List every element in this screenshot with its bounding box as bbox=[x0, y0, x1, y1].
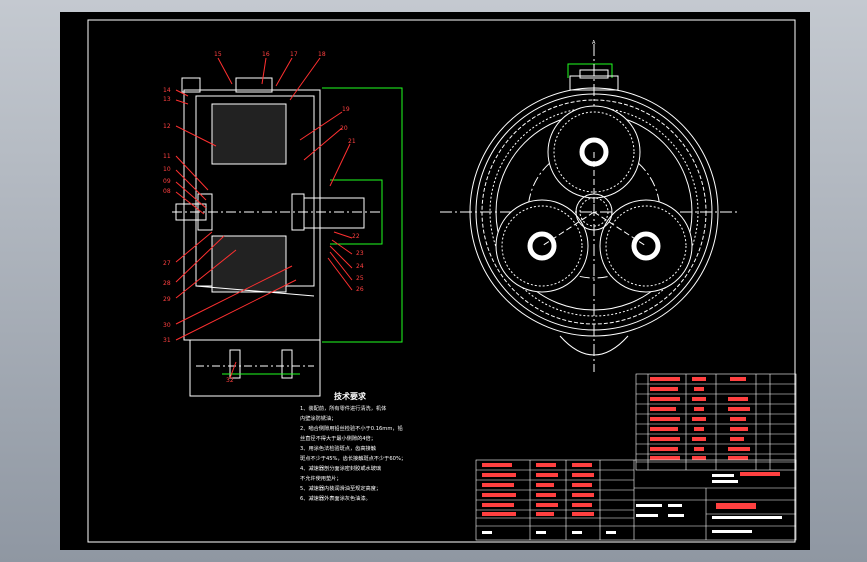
planet-right-inner bbox=[605, 205, 687, 287]
part-13: 13 bbox=[163, 96, 171, 103]
part-26: 26 bbox=[356, 286, 364, 293]
requirement-line: 内壁涂防锈油； bbox=[300, 416, 337, 422]
carrier-spoke-3 bbox=[593, 211, 647, 247]
left-flange bbox=[181, 77, 201, 93]
foot-bolt-right bbox=[281, 349, 293, 379]
output-shaft bbox=[303, 197, 365, 229]
gear-block-2 bbox=[211, 235, 287, 293]
overall-height-dim bbox=[322, 87, 403, 343]
bearing-left bbox=[197, 193, 213, 231]
planet-left-inner bbox=[501, 205, 583, 287]
parts-list-text bbox=[650, 377, 750, 460]
housing-ring-2 bbox=[475, 93, 713, 331]
planet-top-inner bbox=[553, 111, 635, 193]
requirement-line: 6、减速器外表面涂灰色油漆。 bbox=[300, 496, 371, 502]
part-11: 11 bbox=[163, 153, 171, 160]
leader-lines bbox=[175, 57, 353, 379]
foot-bolt-left bbox=[229, 349, 241, 379]
section-view bbox=[172, 77, 380, 397]
title-block bbox=[475, 459, 797, 541]
housing-ring-3 bbox=[481, 99, 707, 325]
requirement-line: 不允许使用垫片； bbox=[300, 476, 342, 482]
part-28: 28 bbox=[163, 280, 171, 287]
bottom-foot bbox=[559, 335, 629, 356]
top-boss bbox=[569, 75, 619, 91]
housing-step bbox=[195, 285, 315, 297]
drawing-sheet bbox=[60, 12, 810, 550]
part-27: 27 bbox=[163, 260, 171, 267]
part-12: 12 bbox=[163, 123, 171, 130]
requirement-line: 2、啮合侧隙用铅丝检验不小于0.16mm，铅 bbox=[300, 426, 403, 432]
part-20: 20 bbox=[340, 125, 348, 132]
part-30: 30 bbox=[163, 322, 171, 329]
carrier-spoke-2 bbox=[541, 211, 595, 247]
part-15: 15 bbox=[214, 51, 222, 58]
bearing-right bbox=[291, 193, 305, 231]
part-24: 24 bbox=[356, 263, 364, 270]
part-10: 10 bbox=[163, 166, 171, 173]
top-boss-cap bbox=[579, 69, 609, 79]
housing-ring-outer bbox=[469, 87, 719, 337]
part-31: 31 bbox=[163, 337, 171, 344]
part-numbers: 15 16 17 18 19 20 21 22 23 24 25 26 27 2… bbox=[163, 51, 364, 384]
top-dim bbox=[567, 63, 613, 78]
top-bolt-block bbox=[235, 77, 273, 93]
gear-block bbox=[211, 103, 287, 165]
part-25: 25 bbox=[356, 275, 364, 282]
shaft-dim bbox=[330, 179, 383, 245]
requirement-line: 丝直径不得大于最小侧隙的4倍； bbox=[300, 436, 376, 442]
requirement-line: 3、用涂色法检验斑点，齿高接触 bbox=[300, 446, 376, 452]
part-18: 18 bbox=[318, 51, 326, 58]
part-08: 08 bbox=[163, 188, 171, 195]
dimension-lines bbox=[222, 63, 613, 375]
requirement-line: 4、减速器剖分面涂密封胶或水玻璃 bbox=[300, 466, 382, 472]
part-17: 17 bbox=[290, 51, 298, 58]
requirements-title: 技术要求 bbox=[334, 392, 366, 401]
part-32: 32 bbox=[226, 377, 234, 384]
planet-right-hub bbox=[635, 235, 657, 257]
front-view bbox=[440, 44, 740, 372]
parts-list bbox=[635, 373, 797, 471]
part-29: 29 bbox=[163, 296, 171, 303]
requirement-line: 斑点不少于45%，齿长接触斑点不少于60%； bbox=[300, 456, 407, 462]
requirement-line: 1、装配前，所有零件进行清洗，机体 bbox=[300, 406, 387, 412]
part-23: 23 bbox=[356, 250, 364, 257]
title-block-white-text bbox=[482, 474, 782, 534]
planet-left-hub bbox=[531, 235, 553, 257]
part-09: 09 bbox=[163, 178, 171, 185]
sheet-border bbox=[87, 19, 796, 543]
title-block-text bbox=[482, 463, 780, 516]
part-16: 16 bbox=[262, 51, 270, 58]
view-label: A bbox=[592, 40, 596, 46]
requirements-list: 1、装配前，所有零件进行清洗，机体 内壁涂防锈油； 2、啮合侧隙用铅丝检验不小于… bbox=[300, 404, 460, 504]
part-21: 21 bbox=[348, 138, 356, 145]
base-plate bbox=[189, 339, 321, 397]
part-19: 19 bbox=[342, 106, 350, 113]
part-14: 14 bbox=[163, 87, 171, 94]
requirement-line: 5、减速器内装润滑油至规定高度； bbox=[300, 486, 382, 492]
part-22: 22 bbox=[352, 233, 360, 240]
